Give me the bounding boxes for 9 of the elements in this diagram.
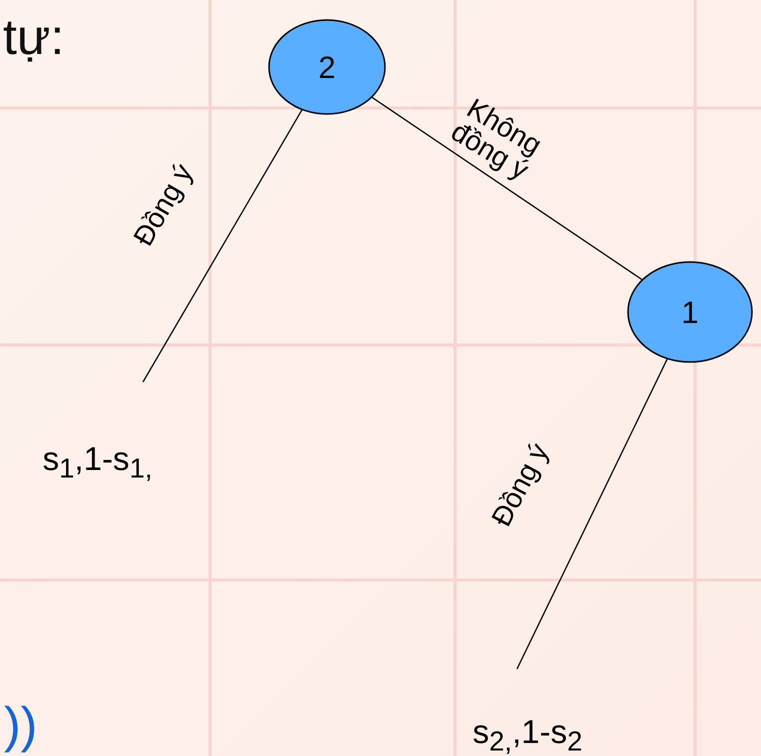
quote-marks: )): [4, 700, 38, 750]
node-number: 2: [318, 52, 336, 82]
connector-line: [142, 109, 303, 382]
node-number: 1: [681, 296, 699, 328]
payoff-text: s$_{2,}$,1-s$_{2}$: [472, 714, 582, 755]
connector-line: [371, 96, 643, 280]
connector-line: [516, 358, 668, 670]
payoff-text: s$_{1}$,1-s$_{1,}$: [42, 442, 152, 482]
heading-text: tự:: [3, 12, 64, 62]
